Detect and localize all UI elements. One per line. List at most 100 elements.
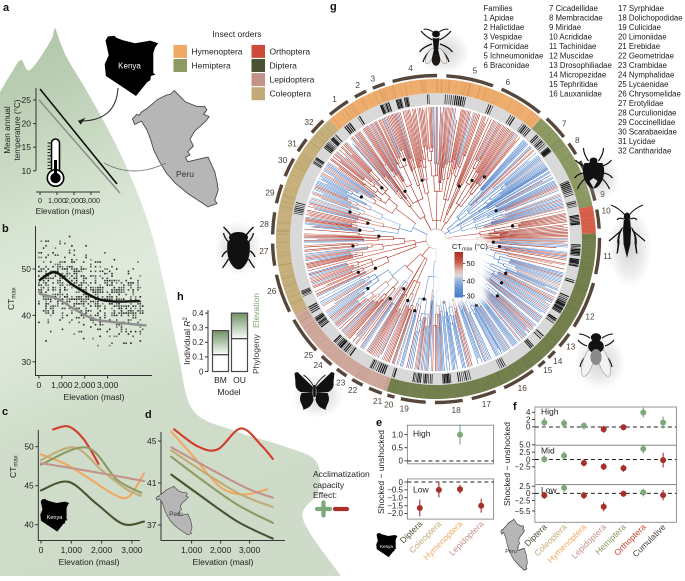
- svg-text:24: 24: [313, 360, 323, 370]
- svg-text:Hemiptera: Hemiptera: [192, 61, 231, 71]
- svg-text:16: 16: [518, 383, 528, 393]
- svg-text:17: 17: [482, 399, 492, 409]
- svg-text:Low: Low: [413, 485, 429, 495]
- svg-text:2,000: 2,000: [74, 380, 96, 390]
- svg-text:0.3: 0.3: [192, 324, 204, 333]
- svg-text:1,000: 1,000: [61, 545, 83, 555]
- svg-text:25: 25: [304, 350, 314, 360]
- svg-text:0.4: 0.4: [192, 309, 204, 318]
- svg-text:1 Apidae: 1 Apidae: [484, 14, 514, 23]
- svg-text:10 Acrididae: 10 Acrididae: [549, 33, 592, 42]
- svg-text:11 Tachinidae: 11 Tachinidae: [549, 42, 596, 51]
- svg-text:31: 31: [288, 139, 298, 149]
- svg-text:4 Formicidae: 4 Formicidae: [484, 42, 529, 51]
- svg-text:High: High: [541, 407, 559, 417]
- svg-text:29: 29: [265, 187, 275, 197]
- svg-text:32: 32: [304, 117, 314, 127]
- svg-text:b: b: [2, 223, 9, 235]
- svg-text:22: 22: [348, 385, 358, 395]
- svg-text:37: 37: [147, 520, 157, 530]
- svg-text:18 Dolichopodidae: 18 Dolichopodidae: [618, 14, 683, 23]
- svg-text:13 Drosophiliadae: 13 Drosophiliadae: [549, 61, 612, 70]
- svg-text:9 Miridae: 9 Miridae: [549, 23, 581, 32]
- svg-text:Diptera: Diptera: [270, 61, 298, 71]
- svg-text:4: 4: [408, 63, 413, 73]
- svg-text:32 Cantharidae: 32 Cantharidae: [618, 147, 671, 156]
- svg-text:50: 50: [24, 442, 34, 452]
- svg-text:14 Micropezidae: 14 Micropezidae: [549, 71, 606, 80]
- svg-text:30 Scarabaeidae: 30 Scarabaeidae: [618, 128, 677, 137]
- svg-text:Elevation (masl): Elevation (masl): [59, 557, 120, 567]
- svg-text:0: 0: [38, 196, 42, 205]
- svg-text:−2.0: −2.0: [387, 509, 403, 518]
- svg-text:Coleoptera: Coleoptera: [270, 89, 312, 99]
- svg-text:13: 13: [566, 341, 576, 351]
- svg-text:23 Crambidae: 23 Crambidae: [618, 61, 667, 70]
- svg-text:5 Ichneumonidae: 5 Ichneumonidae: [484, 52, 544, 61]
- svg-text:12 Muscidae: 12 Muscidae: [549, 52, 593, 61]
- svg-text:3,000: 3,000: [82, 196, 100, 205]
- svg-text:Lepidoptera: Lepidoptera: [270, 75, 315, 85]
- svg-text:d: d: [145, 409, 152, 421]
- svg-text:capacity: capacity: [313, 480, 345, 490]
- svg-text:19: 19: [400, 403, 410, 413]
- svg-text:Kenya: Kenya: [380, 544, 393, 549]
- svg-text:45: 45: [147, 436, 157, 446]
- svg-text:5: 5: [472, 66, 477, 76]
- svg-text:h: h: [177, 291, 184, 303]
- svg-text:20: 20: [22, 119, 32, 129]
- svg-text:6: 6: [505, 77, 510, 87]
- svg-text:Shocked − unshocked: Shocked − unshocked: [502, 422, 512, 506]
- svg-text:15 Tephritidae: 15 Tephritidae: [549, 80, 598, 89]
- svg-text:0: 0: [39, 545, 44, 555]
- svg-text:Peru: Peru: [176, 169, 194, 179]
- svg-text:29 Coccinellidae: 29 Coccinellidae: [618, 118, 675, 127]
- svg-text:−2.5: −2.5: [515, 463, 531, 472]
- svg-text:28: 28: [260, 219, 270, 229]
- svg-text:7: 7: [562, 118, 567, 128]
- svg-text:2: 2: [355, 80, 360, 90]
- svg-text:3,000: 3,000: [97, 380, 119, 390]
- svg-text:temperature (°C): temperature (°C): [13, 99, 22, 160]
- svg-text:6 Braconidae: 6 Braconidae: [484, 61, 530, 70]
- svg-text:Acclimatization: Acclimatization: [313, 469, 370, 479]
- svg-text:26: 26: [267, 286, 277, 296]
- svg-text:f: f: [513, 401, 517, 413]
- svg-text:Peru: Peru: [505, 549, 517, 555]
- svg-text:30: 30: [278, 155, 288, 165]
- svg-text:0.5: 0.5: [392, 444, 404, 453]
- svg-text:8 Membracidae: 8 Membracidae: [549, 14, 603, 23]
- svg-text:2,000: 2,000: [210, 545, 232, 555]
- svg-text:0.2: 0.2: [192, 338, 204, 347]
- svg-text:Phylogeny: Phylogeny: [251, 334, 261, 374]
- svg-text:10: 10: [22, 166, 32, 176]
- svg-text:19 Culicidae: 19 Culicidae: [618, 23, 661, 32]
- svg-text:25 Lycaenidae: 25 Lycaenidae: [618, 80, 668, 89]
- svg-text:20: 20: [384, 400, 394, 410]
- svg-text:1,000: 1,000: [181, 545, 203, 555]
- svg-text:BM: BM: [214, 375, 227, 385]
- svg-text:1.0: 1.0: [392, 430, 404, 439]
- svg-text:a: a: [3, 2, 10, 14]
- svg-text:20 Limoniidae: 20 Limoniidae: [618, 33, 667, 42]
- svg-text:26 Chrysomelidae: 26 Chrysomelidae: [618, 90, 681, 99]
- svg-text:40: 40: [22, 310, 32, 320]
- svg-text:Elevation (masl): Elevation (masl): [64, 392, 125, 402]
- svg-text:27 Erotylidae: 27 Erotylidae: [618, 99, 664, 108]
- svg-text:45: 45: [24, 481, 34, 491]
- svg-text:14: 14: [553, 356, 563, 366]
- svg-text:3 Vespidae: 3 Vespidae: [484, 33, 523, 42]
- svg-text:Orthoptera: Orthoptera: [270, 46, 311, 56]
- svg-text:0: 0: [199, 367, 204, 376]
- svg-text:50: 50: [22, 264, 32, 274]
- svg-text:8: 8: [575, 135, 580, 145]
- svg-text:OU: OU: [233, 375, 246, 385]
- svg-text:3,000: 3,000: [121, 545, 143, 555]
- svg-text:Model: Model: [217, 387, 240, 397]
- svg-text:28 Curculionidae: 28 Curculionidae: [618, 109, 677, 118]
- svg-text:10: 10: [601, 205, 611, 215]
- svg-text:−2.5: −2.5: [515, 496, 531, 505]
- svg-text:17 Syrphidae: 17 Syrphidae: [618, 4, 664, 13]
- svg-text:21 Erebidae: 21 Erebidae: [618, 42, 660, 51]
- svg-text:41: 41: [147, 478, 157, 488]
